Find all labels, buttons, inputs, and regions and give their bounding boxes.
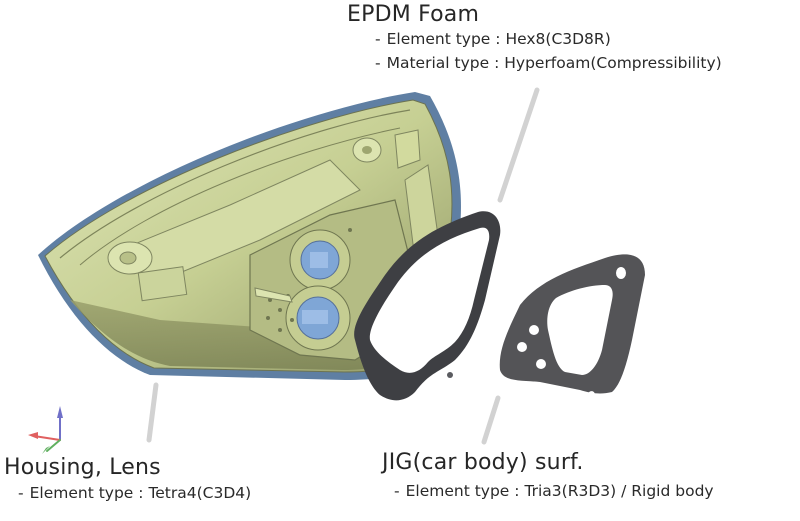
epdm-foam-part [354,211,501,401]
leader-line-epdm [497,87,540,203]
callout-property: -Material type : Hyperfoam(Compressibili… [375,54,722,72]
callout-title: Housing, Lens [4,455,161,480]
callout-epdm-foam: EPDM Foam -Element type : Hex8(C3D8R) -M… [347,2,722,75]
callout-property: -Element type : Tetra4(C3D4) [18,484,252,502]
housing-lens-part [38,92,461,380]
leader-line-housing [146,382,159,443]
callout-jig-surface: JIG(car body) surf. -Element type : Tria… [382,450,714,503]
callout-property: -Element type : Tria3(R3D3) / Rigid body [394,482,714,500]
axis-triad-icon [28,406,63,454]
callout-property: -Element type : Hex8(C3D8R) [375,30,611,48]
callout-title: JIG(car body) surf. [382,450,584,475]
leader-lines [146,87,540,445]
jig-surface-part [499,254,645,401]
callout-title: EPDM Foam [347,2,480,27]
callout-housing-lens: Housing, Lens -Element type : Tetra4(C3D… [4,455,251,504]
leader-line-jig [481,395,501,445]
